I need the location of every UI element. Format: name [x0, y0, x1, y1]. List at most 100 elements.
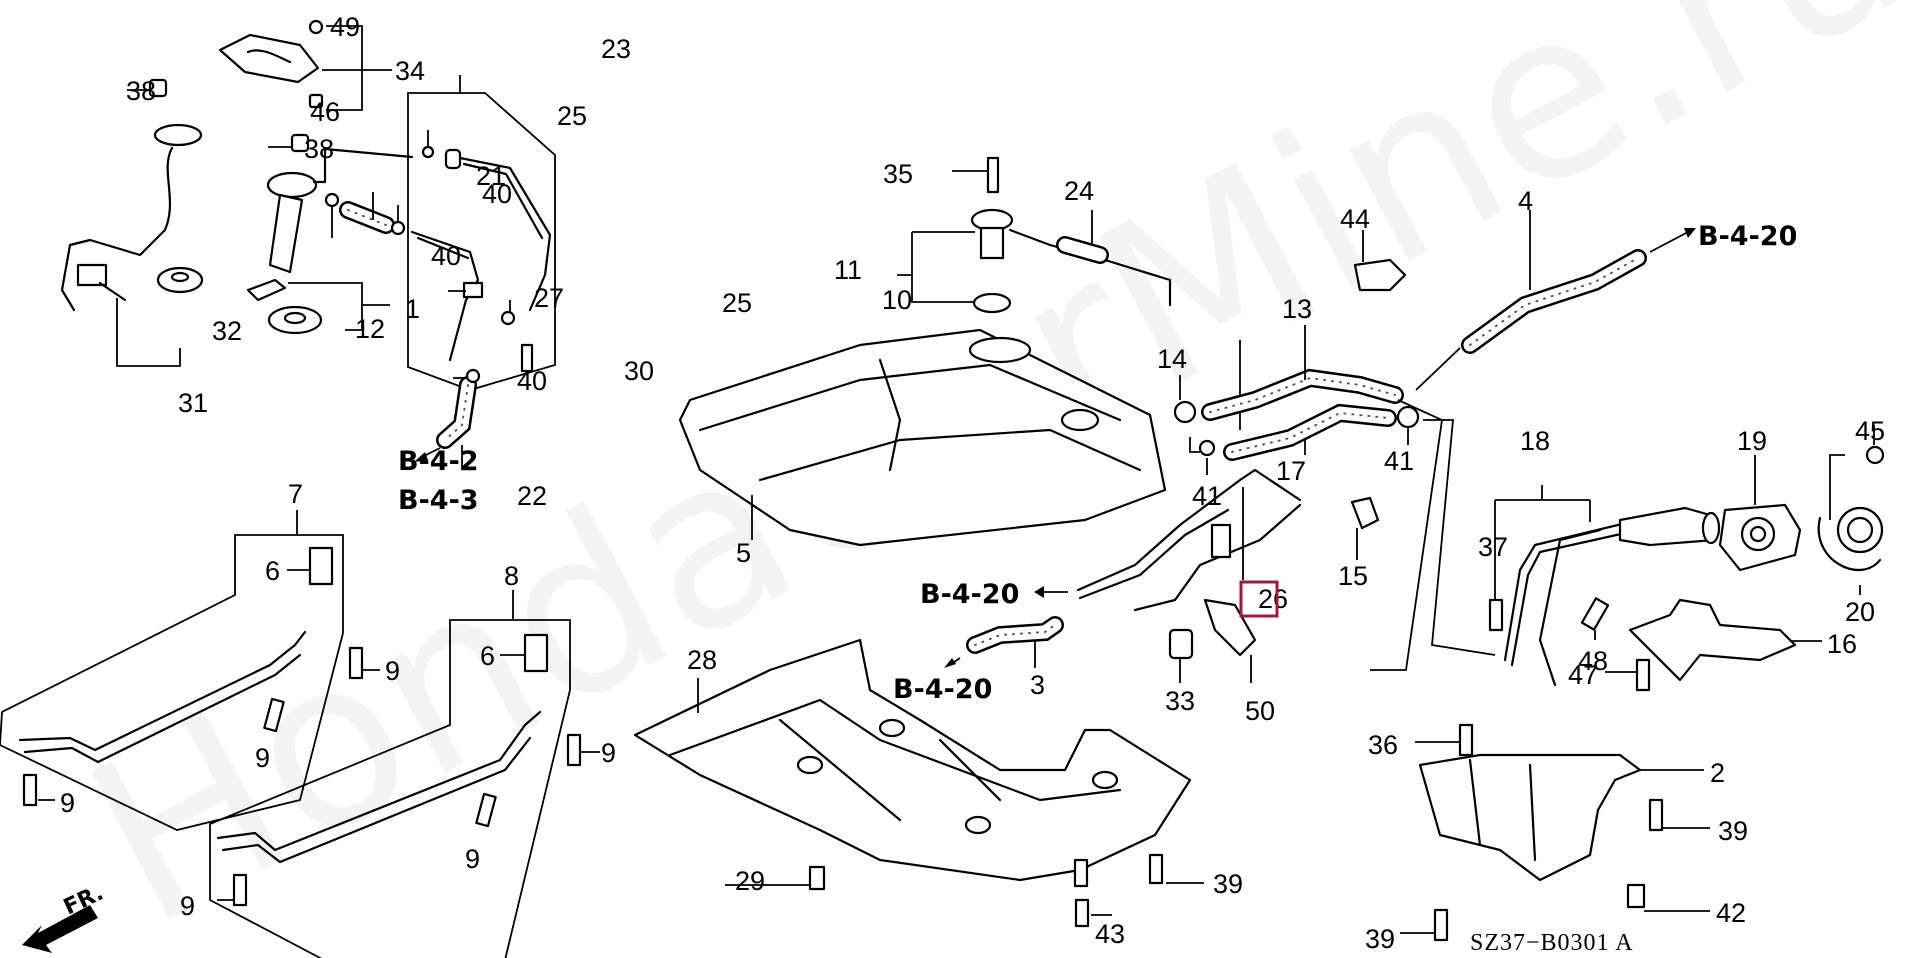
- part-5-fuel-tank[interactable]: [678, 328, 1167, 547]
- part-6-bracket-a[interactable]: [308, 546, 334, 586]
- callout-35[interactable]: 35: [883, 159, 913, 189]
- callout-31[interactable]: 31: [178, 388, 208, 418]
- callout-6[interactable]: 6: [265, 556, 280, 586]
- callout-40[interactable]: 40: [482, 179, 512, 209]
- callout-17[interactable]: 17: [1276, 456, 1306, 486]
- callout-50[interactable]: 50: [1245, 696, 1275, 726]
- ref-b-4-20-top[interactable]: B-4-20: [1698, 221, 1797, 252]
- part-29-clip[interactable]: [808, 865, 826, 891]
- callout-12[interactable]: 12: [355, 314, 385, 344]
- part-1-fuel-pump[interactable]: [246, 147, 414, 302]
- part-43-bolt[interactable]: [1074, 898, 1090, 928]
- callout-9[interactable]: 9: [465, 844, 480, 874]
- part-24-vent-tube[interactable]: [1008, 228, 1172, 307]
- callout-6[interactable]: 6: [480, 641, 495, 671]
- part-12-gasket[interactable]: [267, 305, 323, 335]
- callout-23[interactable]: 23: [601, 34, 631, 64]
- callout-36[interactable]: 36: [1368, 730, 1398, 760]
- part-25-clip-a[interactable]: [421, 145, 435, 159]
- callout-38[interactable]: 38: [304, 134, 334, 164]
- part-41-clip-b[interactable]: [1396, 405, 1420, 429]
- callout-21[interactable]: 21: [476, 161, 506, 191]
- part-43-clip[interactable]: [1073, 858, 1089, 888]
- part-47-bolt[interactable]: [1635, 658, 1651, 692]
- callout-45[interactable]: 45: [1855, 416, 1885, 446]
- part-16-bracket[interactable]: [1628, 598, 1797, 682]
- callout-40[interactable]: 40: [431, 241, 461, 271]
- part-50-bracket[interactable]: [1203, 598, 1257, 657]
- part-27-fuel-feed-pipe[interactable]: [410, 230, 484, 362]
- callout-32[interactable]: 32: [212, 316, 242, 346]
- part-6-bracket-b[interactable]: [523, 633, 549, 673]
- callout-10[interactable]: 10: [882, 285, 912, 315]
- ref-b-4-3[interactable]: B-4-3: [398, 485, 479, 516]
- ref-b-4-20-mid[interactable]: B-4-20: [920, 579, 1019, 610]
- callout-16[interactable]: 16: [1827, 629, 1857, 659]
- callout-28[interactable]: 28: [687, 645, 717, 675]
- callout-46[interactable]: 46: [310, 97, 340, 127]
- part-9-bolt-b[interactable]: [263, 697, 285, 733]
- part-15-clamp[interactable]: [1350, 496, 1380, 530]
- part-39-bolt-b[interactable]: [1648, 798, 1664, 832]
- part-21-hose[interactable]: [339, 201, 395, 234]
- callout-41[interactable]: 41: [1384, 446, 1414, 476]
- callout-48[interactable]: 48: [1578, 646, 1608, 676]
- callout-34[interactable]: 34: [395, 56, 425, 86]
- part-36-bolt[interactable]: [1458, 723, 1474, 757]
- callout-39[interactable]: 39: [1718, 816, 1748, 846]
- callout-9[interactable]: 9: [255, 743, 270, 773]
- part-10-gasket[interactable]: [972, 292, 1012, 314]
- part-17-hose[interactable]: [1223, 403, 1397, 461]
- part-2-filler-guard[interactable]: [1418, 753, 1642, 882]
- callout-26[interactable]: 26: [1258, 584, 1288, 614]
- callout-25[interactable]: 25: [722, 288, 752, 318]
- part-40-clip-a[interactable]: [324, 192, 340, 208]
- part-9-bolt-e[interactable]: [475, 792, 497, 828]
- part-8-tank-strap[interactable]: [216, 710, 542, 864]
- callout-49[interactable]: 49: [330, 12, 360, 42]
- callout-40[interactable]: 40: [517, 366, 547, 396]
- callout-25[interactable]: 25: [557, 101, 587, 131]
- part-3-hose[interactable]: [966, 616, 1064, 654]
- part-35-bolt[interactable]: [986, 156, 1000, 194]
- part-39-bolt-a[interactable]: [1148, 853, 1164, 885]
- part-38-nut-b[interactable]: [290, 133, 310, 153]
- ref-b-4-20-low[interactable]: B-4-20: [893, 674, 992, 705]
- callout-9[interactable]: 9: [180, 891, 195, 921]
- part-34-access-cover[interactable]: [218, 33, 320, 84]
- callout-44[interactable]: 44: [1340, 204, 1370, 234]
- part-26-breather-pipe[interactable]: [1076, 468, 1302, 612]
- part-19-filler-base[interactable]: [1718, 503, 1802, 572]
- part-33-grommet[interactable]: [1168, 628, 1194, 660]
- part-9-bolt-f[interactable]: [232, 873, 248, 907]
- part-44-clamp[interactable]: [1353, 258, 1407, 292]
- part-20-fuel-cap[interactable]: [1817, 506, 1884, 571]
- part-39-bolt-c[interactable]: [1433, 908, 1449, 942]
- part-23-fuel-pipe[interactable]: [444, 148, 552, 312]
- callout-18[interactable]: 18: [1520, 426, 1550, 456]
- callout-15[interactable]: 15: [1338, 561, 1368, 591]
- callout-1[interactable]: 1: [405, 294, 420, 324]
- part-22-hose[interactable]: [436, 376, 477, 449]
- part-9-bolt-d[interactable]: [566, 733, 582, 767]
- part-4-hose[interactable]: [1461, 249, 1647, 354]
- callout-9[interactable]: 9: [601, 738, 616, 768]
- callout-4[interactable]: 4: [1518, 186, 1533, 216]
- part-30-bolt[interactable]: [520, 343, 534, 373]
- callout-41[interactable]: 41: [1192, 481, 1222, 511]
- callout-24[interactable]: 24: [1064, 176, 1094, 206]
- part-13-hose[interactable]: [1201, 368, 1404, 421]
- callout-8[interactable]: 8: [504, 561, 519, 591]
- part-41-clip-a[interactable]: [1198, 439, 1216, 457]
- part-28-tank-guard[interactable]: [633, 638, 1192, 882]
- part-37-bolt[interactable]: [1488, 598, 1504, 632]
- part-32-gasket[interactable]: [156, 266, 204, 294]
- callout-13[interactable]: 13: [1282, 294, 1312, 324]
- callout-9[interactable]: 9: [385, 656, 400, 686]
- callout-47[interactable]: 47: [1568, 660, 1598, 690]
- callout-2[interactable]: 2: [1710, 758, 1725, 788]
- callout-9[interactable]: 9: [60, 788, 75, 818]
- part-18-filler-pipe[interactable]: [1503, 506, 1721, 687]
- part-14-clip[interactable]: [1173, 400, 1197, 424]
- callout-42[interactable]: 42: [1716, 898, 1746, 928]
